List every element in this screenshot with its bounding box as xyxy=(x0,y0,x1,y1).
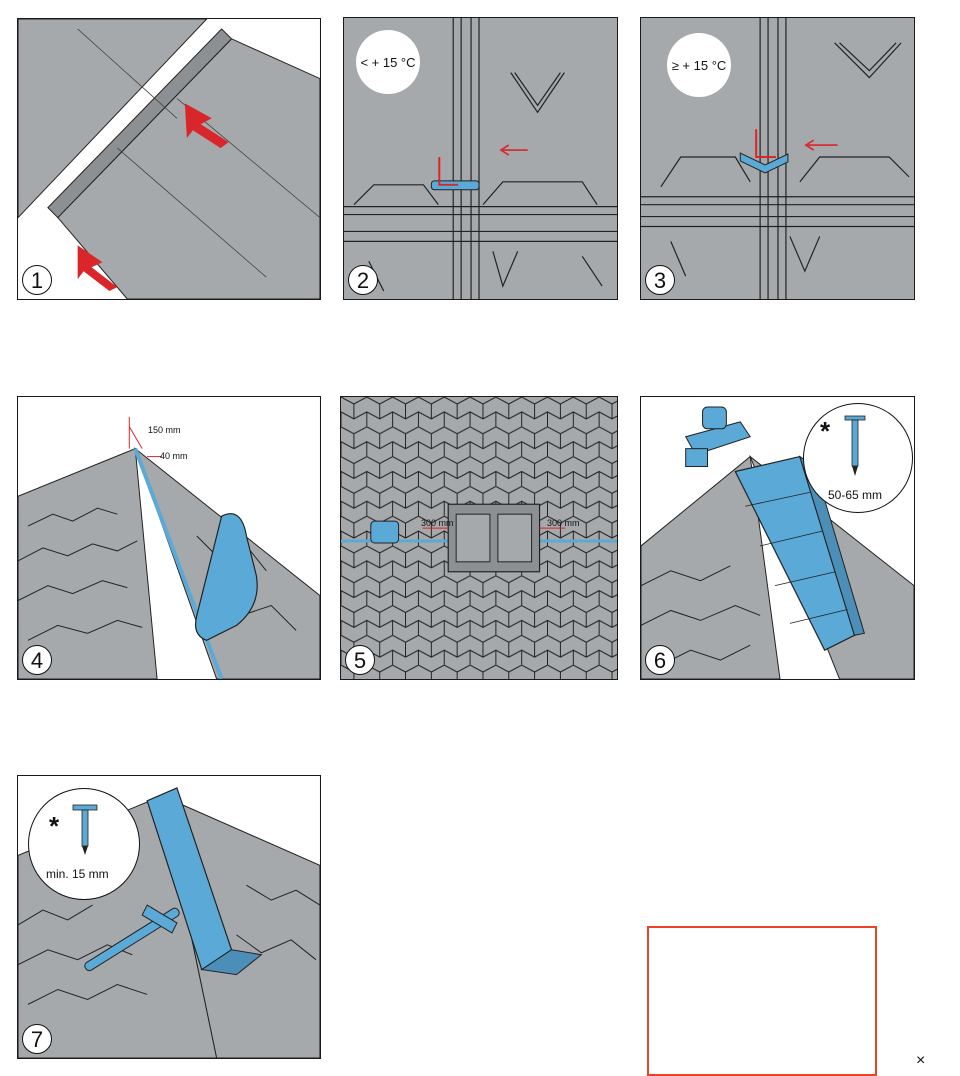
arrow-icon xyxy=(184,103,229,149)
screw-icon xyxy=(844,415,866,476)
step-2-panel: < + 15 °C 2 xyxy=(343,17,618,300)
step-7-panel: * min. 15 mm 7 xyxy=(17,775,321,1059)
step-6-illustration xyxy=(641,397,914,679)
star-mark: * xyxy=(820,416,831,446)
dimension-label: 300 mm xyxy=(421,518,454,528)
clip-icon xyxy=(194,513,258,641)
hammer-icon xyxy=(84,907,180,972)
screw-info-bubble: * 50-65 mm xyxy=(803,403,913,513)
step-number: 3 xyxy=(645,265,675,295)
screw-length-label: 50-65 mm xyxy=(828,488,883,502)
arrow-icon xyxy=(499,144,528,156)
step-number: 7 xyxy=(22,1024,52,1054)
temperature-label: ≥ + 15 °C xyxy=(671,57,727,73)
step-4-panel: 150 mm 40 mm 4 xyxy=(17,396,321,680)
arrow-icon xyxy=(804,139,838,151)
star-mark: * xyxy=(49,811,60,841)
step-number: 6 xyxy=(645,645,675,675)
step-number: 2 xyxy=(348,265,378,295)
step-6-panel: * 50-65 mm 6 xyxy=(640,396,915,680)
step-5-panel: 300 mm 300 mm 5 xyxy=(340,396,618,680)
step-1-panel: 1 xyxy=(17,18,321,300)
step-5-illustration xyxy=(341,397,617,679)
step-number: 5 xyxy=(345,645,375,675)
arrow-icon xyxy=(77,245,118,292)
nail-icon xyxy=(72,804,98,855)
red-frame xyxy=(647,926,877,1076)
nail-info-bubble: * min. 15 mm xyxy=(28,788,140,900)
dimension-label: 40 mm xyxy=(160,451,188,461)
step-1-illustration xyxy=(18,19,320,299)
step-3-panel: ≥ + 15 °C 3 xyxy=(640,17,915,300)
temperature-label: < + 15 °C xyxy=(360,54,416,70)
step-4-illustration xyxy=(18,397,320,679)
clip-icon xyxy=(739,152,789,174)
clip-icon xyxy=(370,520,400,544)
nail-length-label: min. 15 mm xyxy=(46,867,109,881)
dimension-label: 150 mm xyxy=(148,425,181,435)
temperature-badge: < + 15 °C xyxy=(356,30,420,94)
step-number: 1 xyxy=(22,265,52,295)
dimension-label: 300 mm xyxy=(547,518,580,528)
temperature-badge: ≥ + 15 °C xyxy=(667,33,731,97)
step-number: 4 xyxy=(22,645,52,675)
corner-mark: × xyxy=(916,1052,926,1069)
